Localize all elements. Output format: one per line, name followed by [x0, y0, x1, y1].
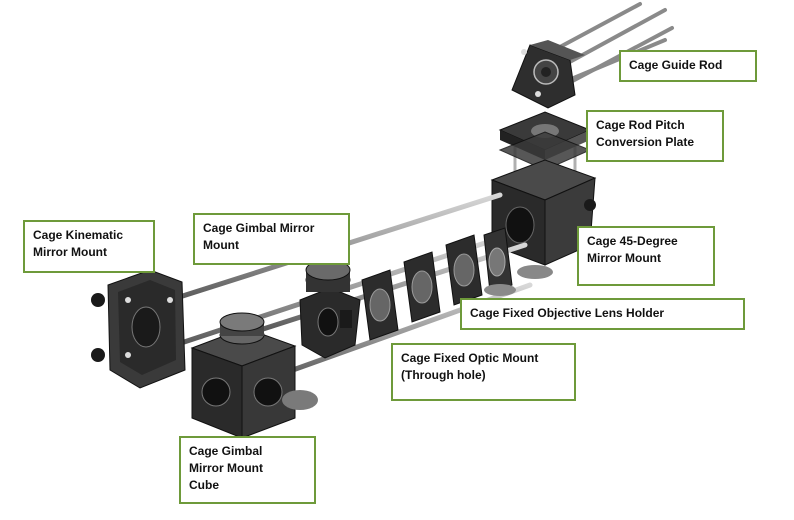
- label-cage-guide-rod: Cage Guide Rod: [619, 50, 757, 82]
- label-cage-gimbal-mirror-mount: Cage Gimbal Mirror Mount: [193, 213, 350, 265]
- label-cage-fixed-objective-lens-holder: Cage Fixed Objective Lens Holder: [460, 298, 745, 330]
- cage-gimbal-mirror-mount-cube-body: [190, 312, 318, 439]
- label-cage-45-degree-mirror-mount: Cage 45-Degree Mirror Mount: [577, 226, 715, 286]
- cage-fixed-optic-mounts: [361, 227, 516, 341]
- cage-kinematic-mirror-mount-body: [91, 269, 186, 389]
- label-cage-rod-pitch-conversion-plate: Cage Rod Pitch Conversion Plate: [586, 110, 724, 162]
- label-cage-fixed-optic-mount: Cage Fixed Optic Mount (Through hole): [391, 343, 576, 401]
- label-cage-gimbal-mirror-mount-cube: Cage Gimbal Mirror Mount Cube: [179, 436, 316, 504]
- cage-gimbal-mirror-mount-body: [299, 259, 361, 359]
- label-cage-kinematic-mirror-mount: Cage Kinematic Mirror Mount: [23, 220, 155, 273]
- top-angled-mount: [511, 40, 585, 109]
